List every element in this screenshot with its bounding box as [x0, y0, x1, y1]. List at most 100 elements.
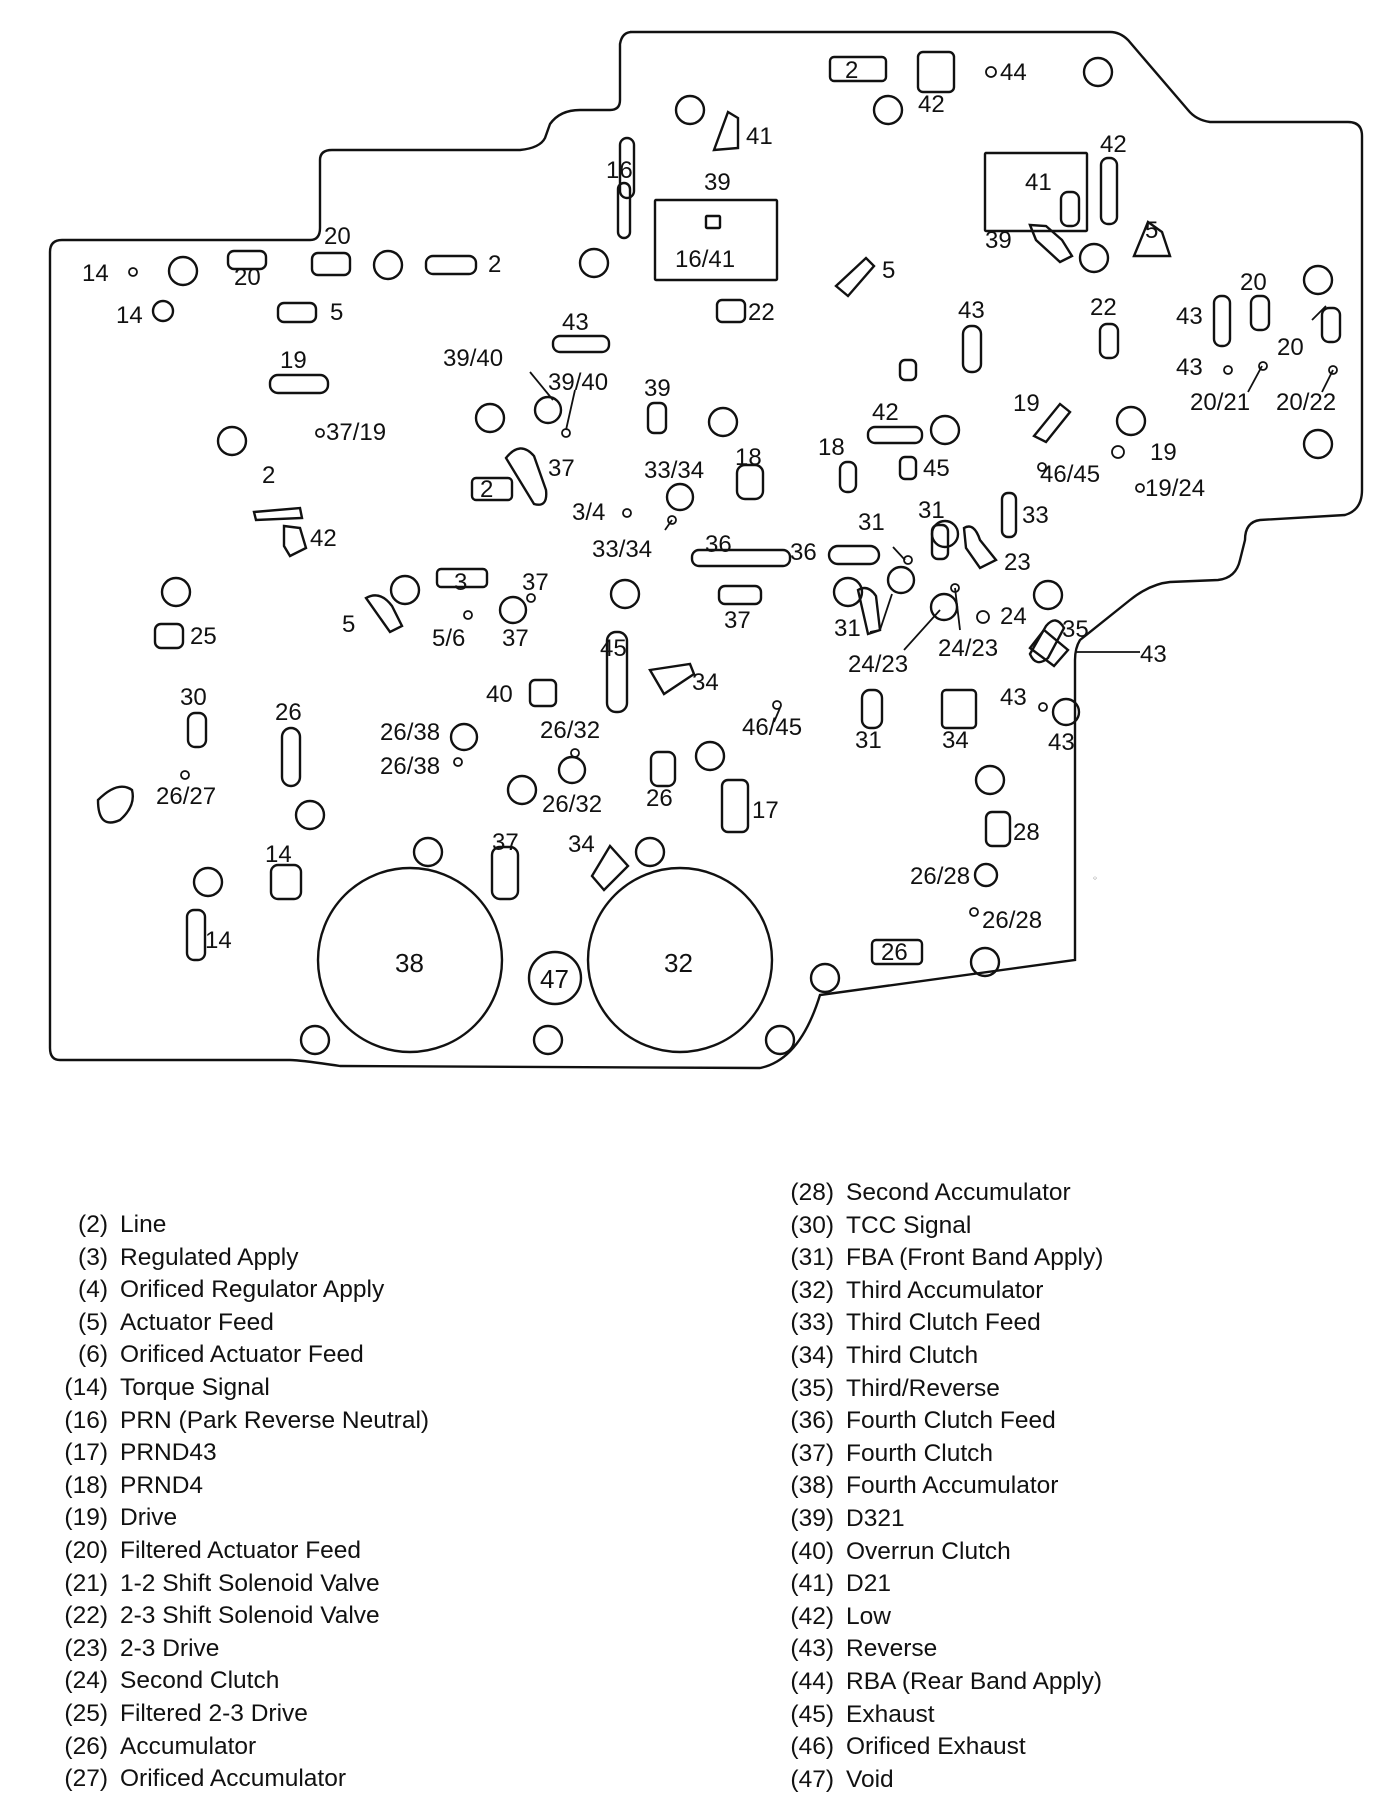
legend-item: (32)Third Accumulator — [778, 1275, 1103, 1308]
passage-label: 43 — [1140, 641, 1167, 668]
legend-item: (30)TCC Signal — [778, 1210, 1103, 1243]
legend-name: Fourth Accumulator — [846, 1470, 1058, 1503]
legend-item: (35)Third/Reverse — [778, 1373, 1103, 1406]
passage-label: 37 — [492, 829, 519, 856]
legend-name: Third Clutch — [846, 1340, 978, 1373]
passage-label: 39/40 — [443, 345, 503, 372]
legend-name: Orificed Regulator Apply — [120, 1274, 384, 1307]
legend-name: Line — [120, 1209, 166, 1242]
passage-label: 26 — [646, 785, 673, 812]
passage-label: 5 — [1145, 217, 1158, 244]
legend-name: Torque Signal — [120, 1372, 270, 1405]
legend-code: (25) — [40, 1698, 120, 1731]
passage-label: 31 — [918, 497, 945, 524]
passage-label: 36 — [705, 531, 732, 558]
passage-label: 43 — [1048, 729, 1075, 756]
passage-slots — [155, 52, 1340, 964]
passage-label: 20 — [1277, 334, 1304, 361]
legend-item: (33)Third Clutch Feed — [778, 1307, 1103, 1340]
legend-item: (20)Filtered Actuator Feed — [40, 1535, 429, 1568]
legend-item: (38)Fourth Accumulator — [778, 1470, 1103, 1503]
passage-label: 30 — [180, 684, 207, 711]
legend-item: (47)Void — [778, 1764, 1103, 1796]
passage-label: 37 — [724, 607, 751, 634]
passage-label: 23 — [1004, 549, 1031, 576]
legend-name: 2-3 Drive — [120, 1633, 219, 1666]
legend-item: (18)PRND4 — [40, 1470, 429, 1503]
passage-label: 42 — [1100, 131, 1127, 158]
passage-label: 45 — [923, 455, 950, 482]
legend-item: (27)Orificed Accumulator — [40, 1763, 429, 1796]
passage-label: 24/23 — [848, 651, 908, 678]
legend-item: (36)Fourth Clutch Feed — [778, 1405, 1103, 1438]
passage-label: 37 — [502, 625, 529, 652]
passage-label: 18 — [818, 434, 845, 461]
legend-code: (22) — [40, 1600, 120, 1633]
legend-name: PRN (Park Reverse Neutral) — [120, 1405, 429, 1438]
legend-code: (32) — [778, 1275, 846, 1308]
passage-label: 39 — [704, 169, 731, 196]
passage-label: 31 — [855, 727, 882, 754]
legend-item: (3)Regulated Apply — [40, 1242, 429, 1275]
legend-name: Void — [846, 1764, 894, 1796]
passage-label: 26/38 — [380, 719, 440, 746]
passage-label: 37 — [522, 569, 549, 596]
legend-name: Actuator Feed — [120, 1307, 274, 1340]
legend-code: (40) — [778, 1536, 846, 1569]
passage-label: 20/21 — [1190, 389, 1250, 416]
legend-name: Orificed Actuator Feed — [120, 1339, 364, 1372]
legend-code: (20) — [40, 1535, 120, 1568]
legend-code: (43) — [778, 1633, 846, 1666]
passage-label: 14 — [116, 302, 143, 329]
legend-name: 1-2 Shift Solenoid Valve — [120, 1568, 380, 1601]
passage-label: 14 — [205, 927, 232, 954]
passage-label: 34 — [692, 669, 719, 696]
passage-label: 43 — [1000, 684, 1027, 711]
passage-label: 37 — [548, 455, 575, 482]
passage-label: 24/23 — [938, 635, 998, 662]
legend-code: (5) — [40, 1307, 120, 1340]
legend-item: (45)Exhaust — [778, 1699, 1103, 1732]
passage-label: 2 — [262, 462, 275, 489]
legend-code: (6) — [40, 1339, 120, 1372]
legend-code: (24) — [40, 1665, 120, 1698]
legend-code: (38) — [778, 1470, 846, 1503]
passage-label: 5/6 — [432, 625, 465, 652]
passage-label: 14 — [82, 260, 109, 287]
legend-code: (14) — [40, 1372, 120, 1405]
legend-item: (16)PRN (Park Reverse Neutral) — [40, 1405, 429, 1438]
passage-label: 42 — [310, 525, 337, 552]
passage-label: 33 — [1022, 502, 1049, 529]
legend-name: Third Clutch Feed — [846, 1307, 1041, 1340]
passage-label: 19/24 — [1145, 475, 1205, 502]
legend-name: Exhaust — [846, 1699, 935, 1732]
passage-label: 3 — [454, 569, 467, 596]
passage-label: 42 — [918, 91, 945, 118]
legend-item: (46)Orificed Exhaust — [778, 1731, 1103, 1764]
legend-name: D321 — [846, 1503, 905, 1536]
passage-label: 26/28 — [910, 863, 970, 890]
legend-right: (28)Second Accumulator (30)TCC Signal (3… — [778, 1177, 1103, 1796]
passage-label: 26/38 — [380, 753, 440, 780]
passage-label: 32 — [664, 948, 693, 978]
legend-item: (37)Fourth Clutch — [778, 1438, 1103, 1471]
passage-label: 18 — [735, 444, 762, 471]
legend-item: (4)Orificed Regulator Apply — [40, 1274, 429, 1307]
passage-label: 5 — [342, 611, 355, 638]
passage-label: 39 — [985, 227, 1012, 254]
legend-item: (21)1-2 Shift Solenoid Valve — [40, 1568, 429, 1601]
passage-label: 26/27 — [156, 783, 216, 810]
passage-label: 34 — [568, 831, 595, 858]
legend-code: (46) — [778, 1731, 846, 1764]
passage-label: 38 — [395, 948, 424, 978]
passage-label: 17 — [752, 797, 779, 824]
legend-code: (33) — [778, 1307, 846, 1340]
legend-code: (37) — [778, 1438, 846, 1471]
legend-item: (34)Third Clutch — [778, 1340, 1103, 1373]
legend-code: (44) — [778, 1666, 846, 1699]
passage-label: 3/4 — [572, 499, 605, 526]
passage-label: 25 — [190, 623, 217, 650]
passage-label: 39 — [644, 375, 671, 402]
legend-code: (4) — [40, 1274, 120, 1307]
passage-label: 26 — [881, 939, 908, 966]
